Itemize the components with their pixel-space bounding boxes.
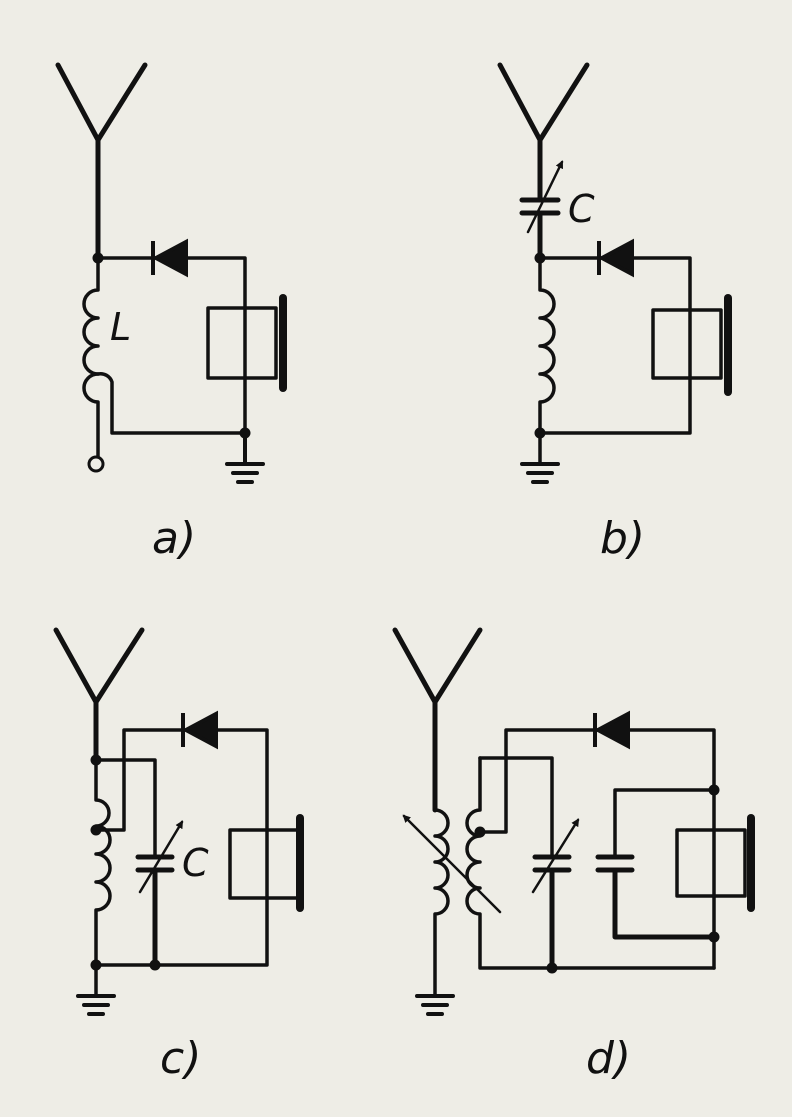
coil: [538, 256, 556, 464]
coil: [94, 758, 112, 996]
circuit-d: [392, 627, 755, 1016]
coupling-arrow: [402, 814, 502, 914]
diode-icon: [593, 710, 630, 750]
earphone-body: [206, 306, 278, 380]
caption-d: d): [586, 1033, 631, 1084]
variable-capacitor-c: [135, 854, 175, 968]
antenna-icon: [392, 627, 483, 813]
caption-c: c): [160, 1033, 201, 1084]
coil-l: [82, 256, 100, 464]
variable-capacitor: [532, 854, 572, 971]
caption-a: a): [152, 513, 196, 564]
circuit-a: [55, 62, 287, 484]
secondary-top-wire: [478, 756, 554, 857]
junction-dots: [90, 252, 720, 974]
antenna-icon: [53, 627, 145, 763]
earphone-body: [675, 828, 747, 898]
ground-icon: [225, 431, 265, 484]
earphone-body: [228, 828, 300, 900]
circuit-c: [53, 627, 304, 1016]
primary-coil: [433, 808, 450, 996]
coil-label: L: [110, 305, 131, 349]
circuit-b: [497, 62, 732, 484]
tuning-arrow: [138, 820, 184, 894]
tap-wire: [478, 728, 716, 970]
antenna-icon: [55, 62, 148, 261]
capacitor-label: C: [568, 187, 595, 231]
ground-icon: [520, 462, 560, 484]
terminal-icon: [87, 455, 105, 473]
diode-wire: [538, 256, 692, 435]
secondary-coil: [465, 756, 716, 970]
bypass-capacitor-wire: [613, 788, 716, 857]
bypass-capacitor: [595, 854, 717, 940]
tuning-arrow: [531, 818, 580, 894]
capacitor-top-wire: [94, 758, 157, 857]
capacitor-label: C: [182, 841, 209, 885]
caption-b: b): [600, 513, 645, 564]
antenna-icon: [497, 62, 590, 201]
ground-icon: [76, 994, 116, 1016]
coil-tap-wire: [96, 371, 247, 435]
variable-capacitor-c: [519, 197, 561, 261]
diode-icon: [181, 710, 218, 750]
ground-icon: [415, 994, 455, 1016]
tuning-arrow: [526, 160, 564, 234]
earphone-body: [651, 308, 723, 380]
diode-wire: [96, 256, 247, 435]
diode-icon: [597, 238, 634, 278]
diode-icon: [151, 238, 188, 278]
